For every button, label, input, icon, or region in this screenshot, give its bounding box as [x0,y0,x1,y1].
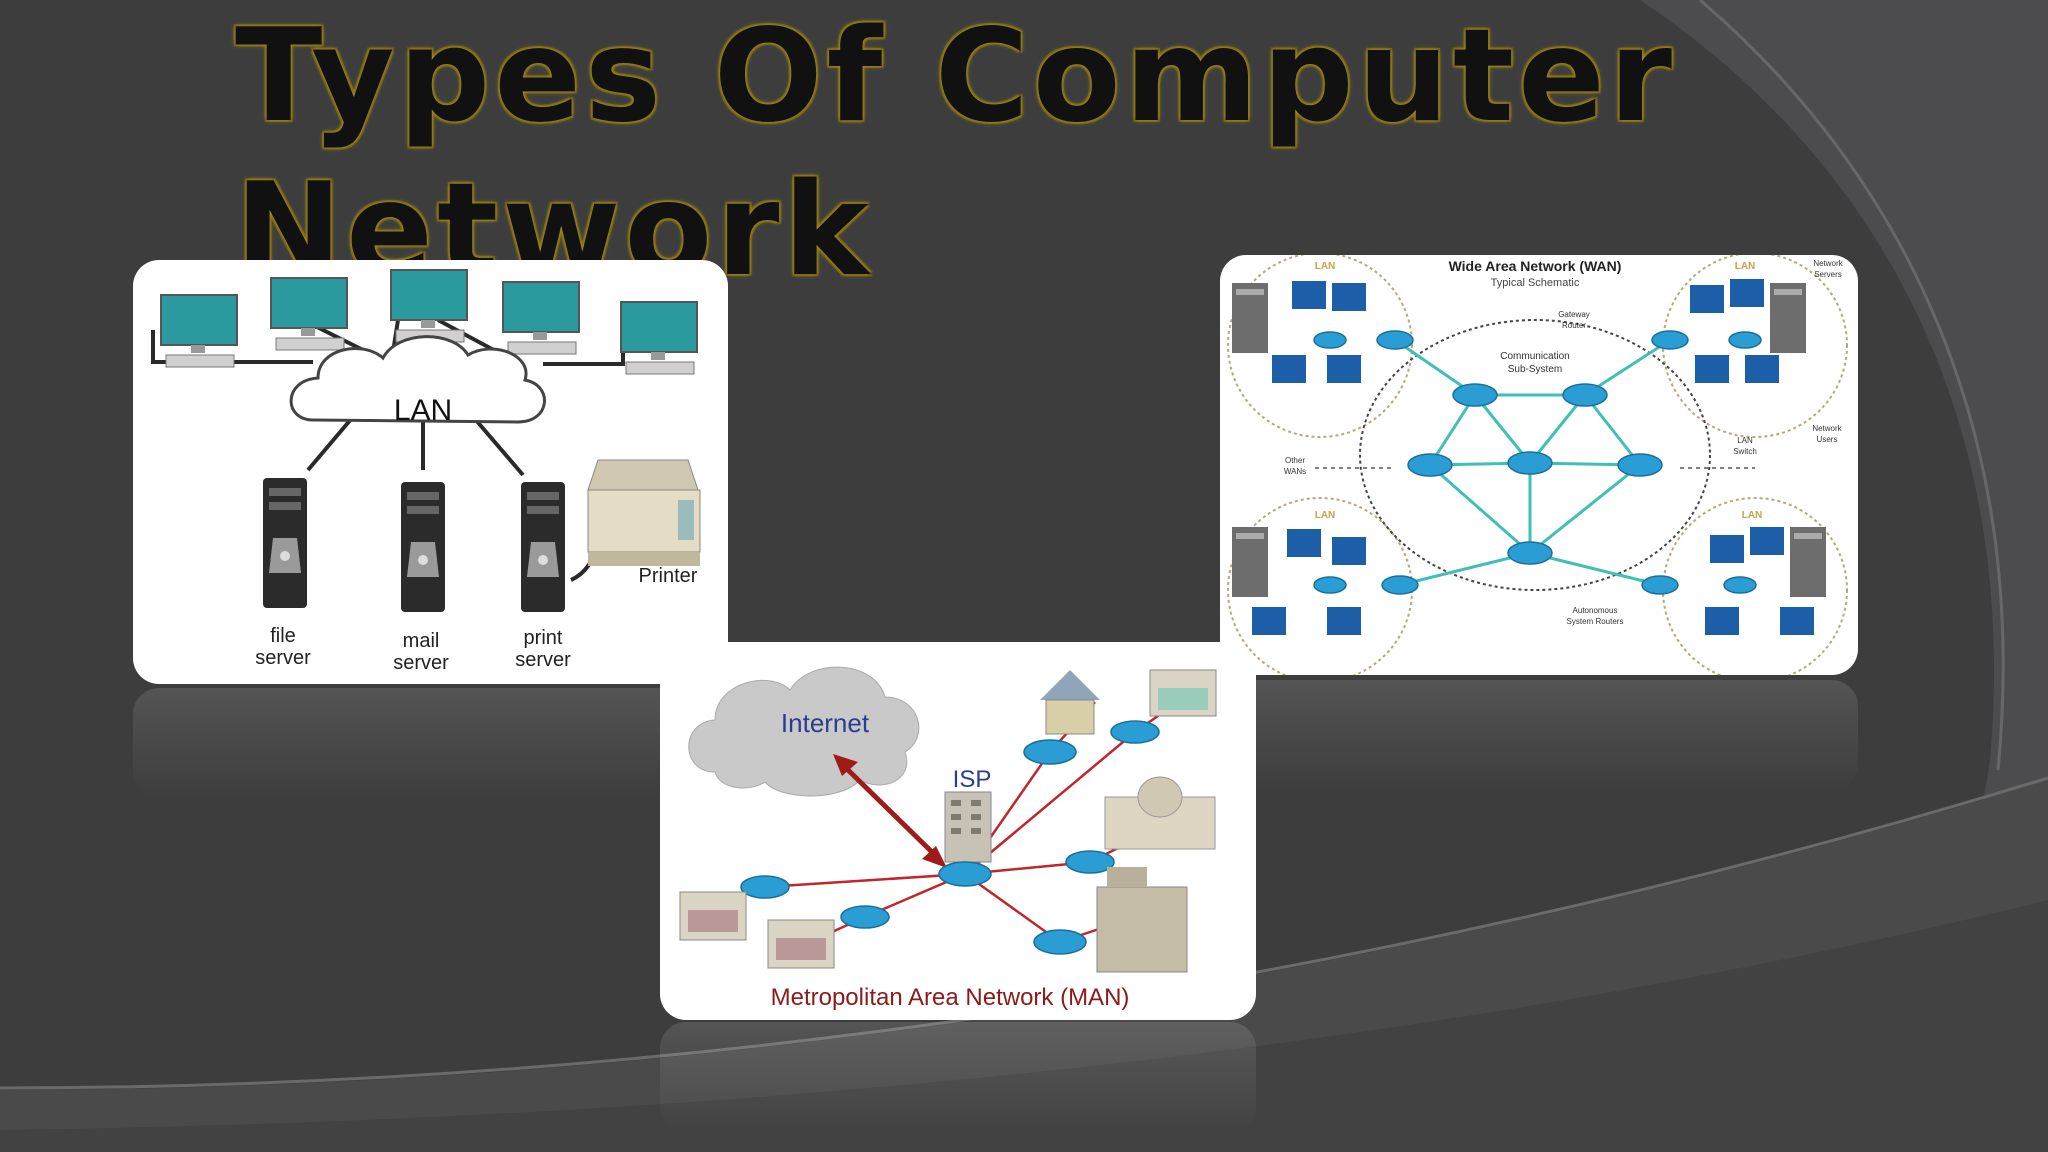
lan-computers [160,269,698,375]
capitol-icon [1104,776,1216,850]
lan-diagram-canvas: LAN [151,269,701,674]
router-icon [1110,720,1160,744]
office-building-icon [1096,867,1188,973]
lan-diagram-reflection [133,688,728,798]
wan-lan-tag: LAN [1315,261,1336,272]
man-diagram: Internet ISP [660,642,1256,1020]
wan-lan-tag: LAN [1315,510,1336,521]
server-tower-icon [263,478,307,608]
router-icon [1562,383,1608,407]
router-icon [740,875,790,899]
mail-server-label-line1: mail [403,630,440,652]
shop-icon [679,891,747,941]
man-routers [740,720,1160,955]
house-icon [1040,670,1100,735]
router-icon [1507,541,1553,565]
monitor-icon [160,294,238,368]
man-caption: Metropolitan Area Network (MAN) [771,984,1130,1011]
network-users-label-line2: Users [1817,435,1838,444]
man-buildings [679,669,1217,973]
print-server-label-line1: print [524,627,563,649]
file-server-label-line1: file [270,625,296,647]
router-icon [1641,575,1679,595]
wan-diagram: Wide Area Network (WAN) Typical Schemati… [1220,255,1858,675]
router-icon [1376,330,1414,350]
printer-label: Printer [639,565,698,587]
isp-building-icon [944,791,992,863]
man-diagram-canvas: Internet ISP [679,666,1217,1011]
lan-cloud-label: LAN [394,394,452,427]
wan-lan-tag: LAN [1735,261,1756,272]
server-tower-icon [401,482,445,612]
wan-subtitle: Typical Schematic [1491,277,1580,289]
shop-icon [767,919,835,969]
monitor-icon [620,301,698,375]
mail-server-label-line2: server [393,652,449,674]
autonomous-routers-label-line2: System Routers [1567,617,1624,626]
lan-diagram: LAN [133,260,728,684]
wan-diagram-canvas: Wide Area Network (WAN) Typical Schemati… [1227,255,1848,675]
file-server-label-line2: server [255,647,311,669]
gateway-router-label-line1: Gateway [1558,310,1590,319]
internet-isp-arrow [833,754,947,868]
comm-subsystem-label-line1: Communication [1500,351,1569,362]
wan-lan-devices [1232,279,1826,635]
other-wans-label-line1: Other [1285,456,1305,465]
printer-icon [587,459,701,566]
monitor-icon [270,277,348,351]
router-icon [1617,453,1663,477]
autonomous-routers-label-line1: Autonomous [1573,606,1618,615]
wan-lan-tag: LAN [1742,510,1763,521]
communication-subsystem-boundary [1359,319,1711,591]
switch-icon [1723,576,1757,594]
monitor-icon [502,281,580,355]
slide-title-line1: Types Of Computer [235,2,1676,151]
switch-icon [1313,331,1347,349]
lan-servers [263,478,565,612]
isp-label: ISP [953,766,992,793]
network-servers-label-line2: Servers [1814,270,1842,279]
other-wans-label-line2: WANs [1284,467,1306,476]
network-servers-label-line1: Network [1813,259,1843,268]
router-icon [1033,929,1087,955]
print-server-label-line2: server [515,649,571,671]
internet-label: Internet [781,708,870,738]
lan-switch-label-line2: Switch [1733,447,1757,456]
router-icon [1651,330,1689,350]
router-icon [1381,575,1419,595]
comm-subsystem-label-line2: Sub-System [1508,364,1562,375]
server-tower-icon [521,482,565,612]
network-users-label-line1: Network [1812,424,1842,433]
wan-routers [1313,330,1762,595]
lan-cloud-icon [289,335,546,424]
router-icon [840,905,890,929]
switch-icon [1313,576,1347,594]
wan-diagram-reflection [1220,680,1858,790]
shop-icon [1149,669,1217,717]
monitor-icon [390,269,468,343]
router-icon [1023,739,1077,765]
router-icon [938,861,992,887]
router-icon [1065,850,1115,874]
router-icon [1507,451,1553,475]
router-icon [1407,453,1453,477]
man-diagram-reflection [660,1022,1256,1132]
gateway-router-label-line2: Router [1562,321,1586,330]
internet-cloud-icon [688,666,920,797]
wan-title: Wide Area Network (WAN) [1449,258,1622,274]
switch-icon [1728,331,1762,349]
router-icon [1452,383,1498,407]
lan-switch-label-line1: LAN [1737,436,1753,445]
